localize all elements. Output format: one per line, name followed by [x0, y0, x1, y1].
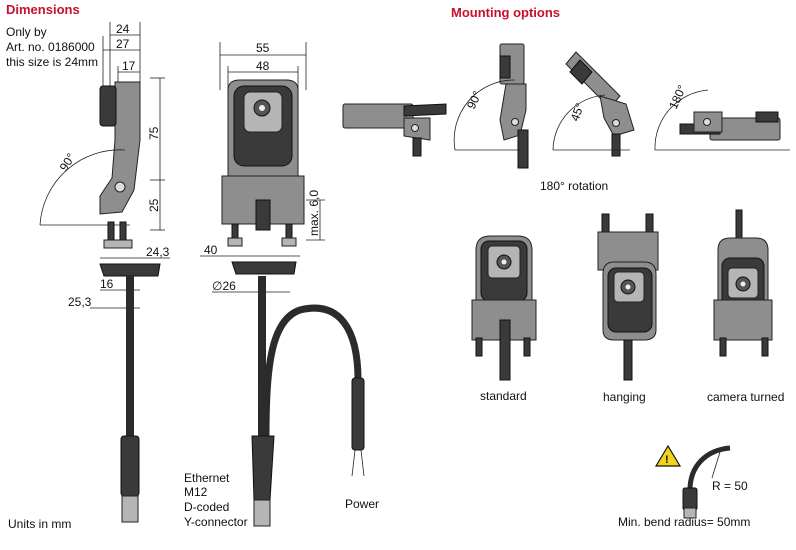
front-view — [200, 42, 365, 527]
dim-48: 48 — [256, 59, 270, 73]
dim-25: 25 — [147, 198, 161, 212]
connector-label-2: M12 — [184, 485, 208, 499]
connector-label-3: D-coded — [184, 500, 229, 514]
dim-75: 75 — [147, 126, 161, 140]
note-line-3: this size is 24mm — [6, 55, 98, 69]
connector-label-4: Y-connector — [184, 515, 248, 529]
mount-45 — [552, 51, 635, 157]
mount-angle-90: 90° — [464, 89, 484, 112]
dim-24: 24 — [116, 22, 130, 36]
dim-16: 16 — [100, 277, 114, 291]
dim-24-3: 24,3 — [146, 245, 170, 259]
mounting-options-heading: Mounting options — [451, 5, 560, 20]
dim-25-3: 25,3 — [68, 295, 92, 309]
rotation-caption: 180° rotation — [540, 179, 608, 193]
mount-180 — [654, 89, 790, 151]
dimensions-heading: Dimensions — [6, 2, 80, 17]
warning-icon — [654, 444, 682, 467]
caption-standard: standard — [480, 389, 527, 403]
mount-hanging — [597, 213, 659, 381]
caption-hanging: hanging — [603, 390, 646, 404]
mount-standard — [471, 235, 537, 381]
dim-dia-26: ∅26 — [212, 279, 236, 293]
dim-max-6: max. 6,0 — [307, 190, 321, 236]
bend-radius-figure: ! — [654, 444, 731, 519]
note-line-2: Art. no. 0186000 — [6, 40, 95, 54]
side-view — [39, 22, 170, 523]
note-line-1: Only by — [6, 25, 47, 39]
units-label: Units in mm — [8, 517, 71, 531]
mount-horizontal — [342, 103, 447, 157]
mount-camera-turned — [713, 209, 773, 357]
caption-camera-turned: camera turned — [707, 390, 784, 404]
bend-radius-caption: Min. bend radius= 50mm — [618, 515, 750, 529]
bend-radius-label: R = 50 — [712, 479, 748, 493]
mount-angle-180: 180° — [666, 83, 689, 112]
dim-17: 17 — [122, 59, 136, 73]
power-label: Power — [345, 497, 379, 511]
dim-40: 40 — [204, 243, 218, 257]
dim-55: 55 — [256, 41, 270, 55]
connector-label-1: Ethernet — [184, 471, 230, 485]
angle-90: 90° — [57, 151, 79, 174]
mount-90 — [453, 43, 529, 169]
warning-glyph: ! — [665, 454, 669, 466]
mount-angle-45: 45° — [568, 101, 587, 123]
dim-27: 27 — [116, 37, 130, 51]
